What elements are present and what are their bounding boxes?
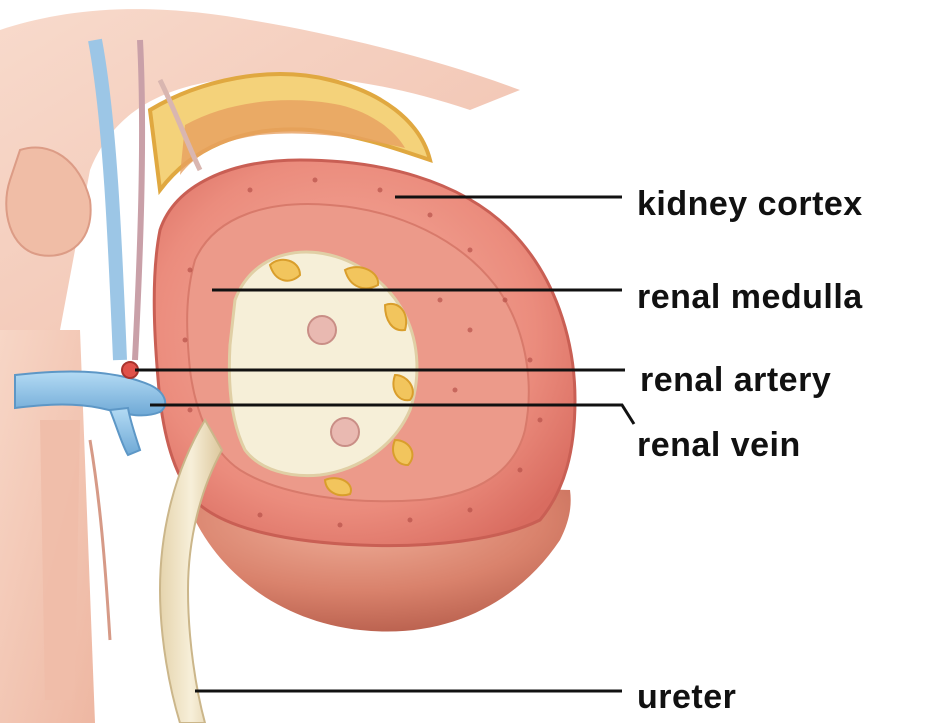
ureter-shape — [160, 420, 222, 723]
label-ureter: ureter — [637, 680, 736, 714]
kidney — [154, 160, 575, 632]
label-renal-artery: renal artery — [640, 363, 831, 397]
label-renal-medulla: renal medulla — [637, 280, 863, 314]
label-renal-vein: renal vein — [637, 428, 801, 462]
label-kidney-cortex: kidney cortex — [637, 187, 863, 221]
